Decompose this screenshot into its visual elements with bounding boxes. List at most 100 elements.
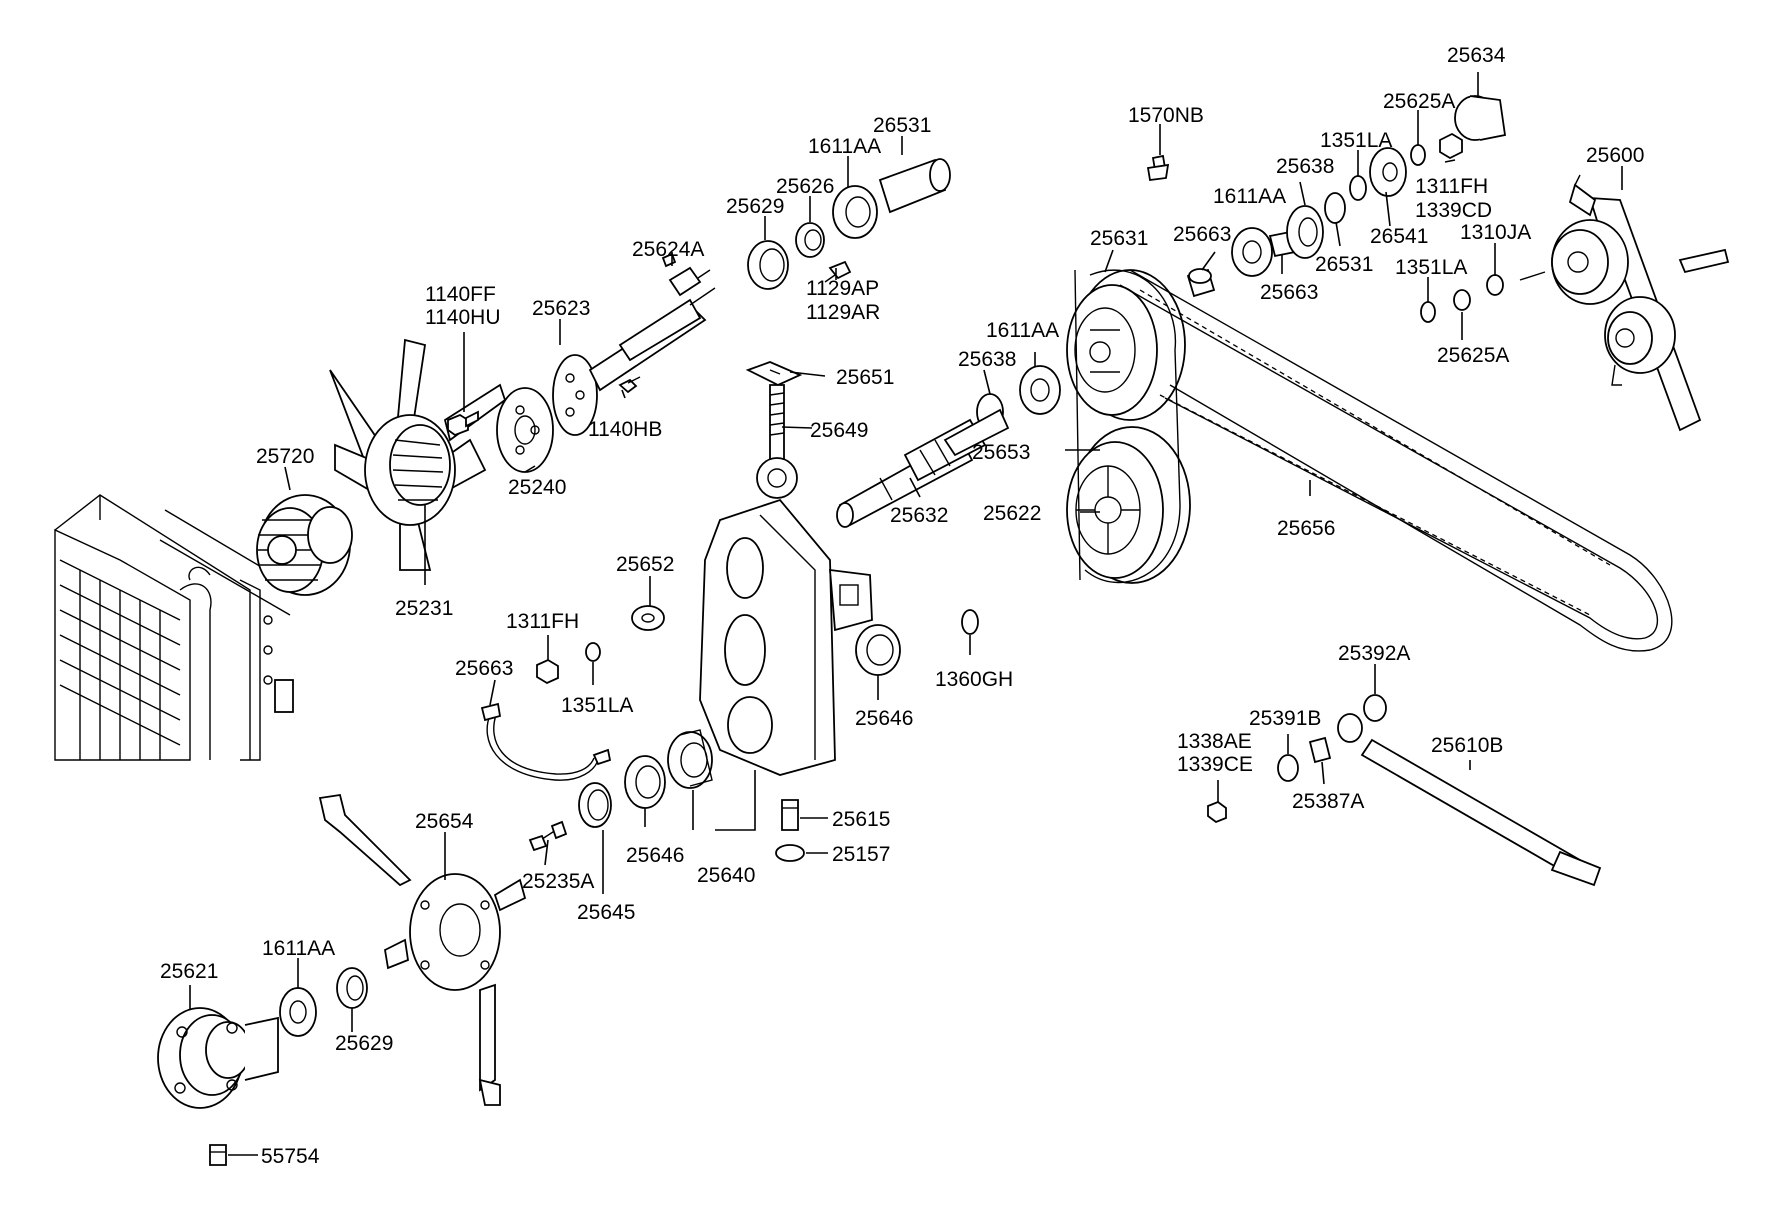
label-1351la-left: 1351LA: [561, 694, 633, 717]
label-25391b: 25391B: [1249, 707, 1321, 730]
label-25663-top: 25663: [1173, 223, 1231, 246]
label-25632: 25632: [890, 504, 948, 527]
part-26531-sleeve-top: [878, 158, 951, 214]
part-1338ae-nut: [1207, 800, 1227, 824]
label-25629-bottom: 25629: [335, 1032, 393, 1055]
part-25632-shaft: [836, 408, 1010, 528]
part-1611aa-bearing-bottom: [279, 987, 317, 1037]
label-25623: 25623: [532, 297, 590, 320]
label-25654: 25654: [415, 810, 474, 833]
label-25621: 25621: [160, 960, 218, 983]
part-25640-bearing-pair: [667, 729, 713, 789]
part-25646-seal-left: [624, 755, 666, 809]
part-25157-washer: [775, 844, 805, 862]
part-25646-seal-right: [855, 624, 901, 676]
label-1351la-top: 1351LA: [1320, 129, 1392, 152]
part-25231-fan: [329, 338, 507, 571]
label-25622: 25622: [983, 502, 1041, 525]
part-25663-hose: [480, 702, 612, 781]
part-1351la-washer-left: [585, 642, 601, 662]
part-1570nb-nipple: [1146, 154, 1170, 182]
label-25240: 25240: [508, 476, 566, 499]
part-1310ja-washer: [1486, 274, 1504, 296]
part-26531-ring: [1324, 192, 1346, 224]
part-25654-bracket: [318, 793, 527, 1106]
part-25600-tensioner: [1519, 174, 1730, 432]
label-1570nb: 1570NB: [1128, 104, 1204, 127]
leader-lines: [189, 72, 1623, 1156]
label-1360gh: 1360GH: [935, 668, 1013, 691]
label-25624a: 25624A: [632, 238, 704, 261]
label-1129ar: 1129AR: [806, 301, 880, 324]
label-25646-right: 25646: [855, 707, 913, 730]
part-25720-fan-clutch: [256, 494, 353, 596]
label-25653: 25653: [972, 441, 1030, 464]
label-1310ja: 1310JA: [1460, 221, 1531, 244]
part-25629-seal-top: [747, 240, 789, 290]
part-1140hb-bolt: [618, 376, 641, 394]
part-25235a-bolt: [528, 820, 568, 852]
label-25645: 25645: [577, 901, 635, 924]
part-25621-hub: [157, 1007, 279, 1109]
label-1611aa-bottom: 1611AA: [262, 937, 335, 960]
label-1351la-right: 1351LA: [1395, 256, 1467, 279]
part-25610b-rod: [1337, 713, 1602, 887]
part-25391b-collar: [1277, 754, 1299, 782]
part-25631-pulley-upper: [1066, 269, 1186, 421]
part-1351la-washer-right: [1420, 301, 1436, 323]
part-1311fh-nut-left: [536, 658, 559, 685]
label-1140ff: 1140FF: [425, 283, 496, 306]
label-1311fh-left: 1311FH: [506, 610, 579, 633]
label-25629-top: 25629: [726, 195, 784, 218]
part-25392a-cap: [1363, 694, 1387, 722]
part-1311fh-nut-top: [1439, 132, 1463, 160]
part-25651-plate: [745, 361, 803, 386]
pulley-belt: [1074, 269, 1181, 584]
part-25656-timing-belt: [1119, 269, 1673, 652]
part-55754-plug: [209, 1144, 227, 1166]
label-26531-top: 26531: [873, 114, 931, 137]
part-25622-pulley-lower: [1066, 426, 1191, 584]
part-25638-gear: [1286, 205, 1324, 259]
label-1339cd: 1339CD: [1415, 199, 1492, 222]
label-26541: 26541: [1370, 225, 1428, 248]
part-26541-pulley: [1369, 147, 1407, 197]
label-25663-right: 25663: [1260, 281, 1318, 304]
label-25663-hose: 25663: [455, 657, 513, 680]
part-25625a-washer-right: [1453, 289, 1471, 311]
label-55754: 55754: [261, 1145, 320, 1168]
label-25625a-top: 25625A: [1383, 90, 1455, 113]
label-25231: 25231: [395, 597, 453, 620]
label-25640: 25640: [697, 864, 755, 887]
label-1311fh-right: 1311FH: [1415, 175, 1488, 198]
label-25646-left: 25646: [626, 844, 684, 867]
part-1611aa-bearing-top: [832, 185, 878, 239]
label-1140hu: 1140HU: [425, 306, 501, 329]
part-1611aa-bearing-mid: [1019, 365, 1061, 415]
part-1351la-washer-top: [1349, 175, 1367, 201]
label-25638-mid: 25638: [958, 348, 1016, 371]
label-1129ap: 1129AP: [806, 277, 879, 300]
label-25625a-right: 25625A: [1437, 344, 1509, 367]
label-25235a: 25235A: [522, 870, 594, 893]
label-25157: 25157: [832, 843, 890, 866]
part-25645-gear: [578, 782, 612, 828]
part-25649-adjust-bolt: [756, 384, 798, 499]
label-26531-right: 26531: [1315, 253, 1373, 276]
part-25615-bolt: [781, 799, 799, 831]
label-25634: 25634: [1447, 44, 1506, 67]
label-25649: 25649: [810, 419, 868, 442]
label-25387a: 25387A: [1292, 790, 1364, 813]
label-25615: 25615: [832, 808, 890, 831]
part-25623-shaft: [552, 266, 716, 436]
part-25663-spacer-top: [1186, 268, 1216, 298]
part-25240-spacer: [496, 387, 554, 473]
part-25640-case: [699, 498, 873, 776]
label-1611aa-top: 1611AA: [808, 135, 881, 158]
label-1611aa-mid: 1611AA: [1213, 185, 1286, 208]
part-25652-washer: [631, 605, 665, 631]
part-25634-cap: [1454, 95, 1507, 141]
part-25626-spacer: [795, 222, 825, 258]
